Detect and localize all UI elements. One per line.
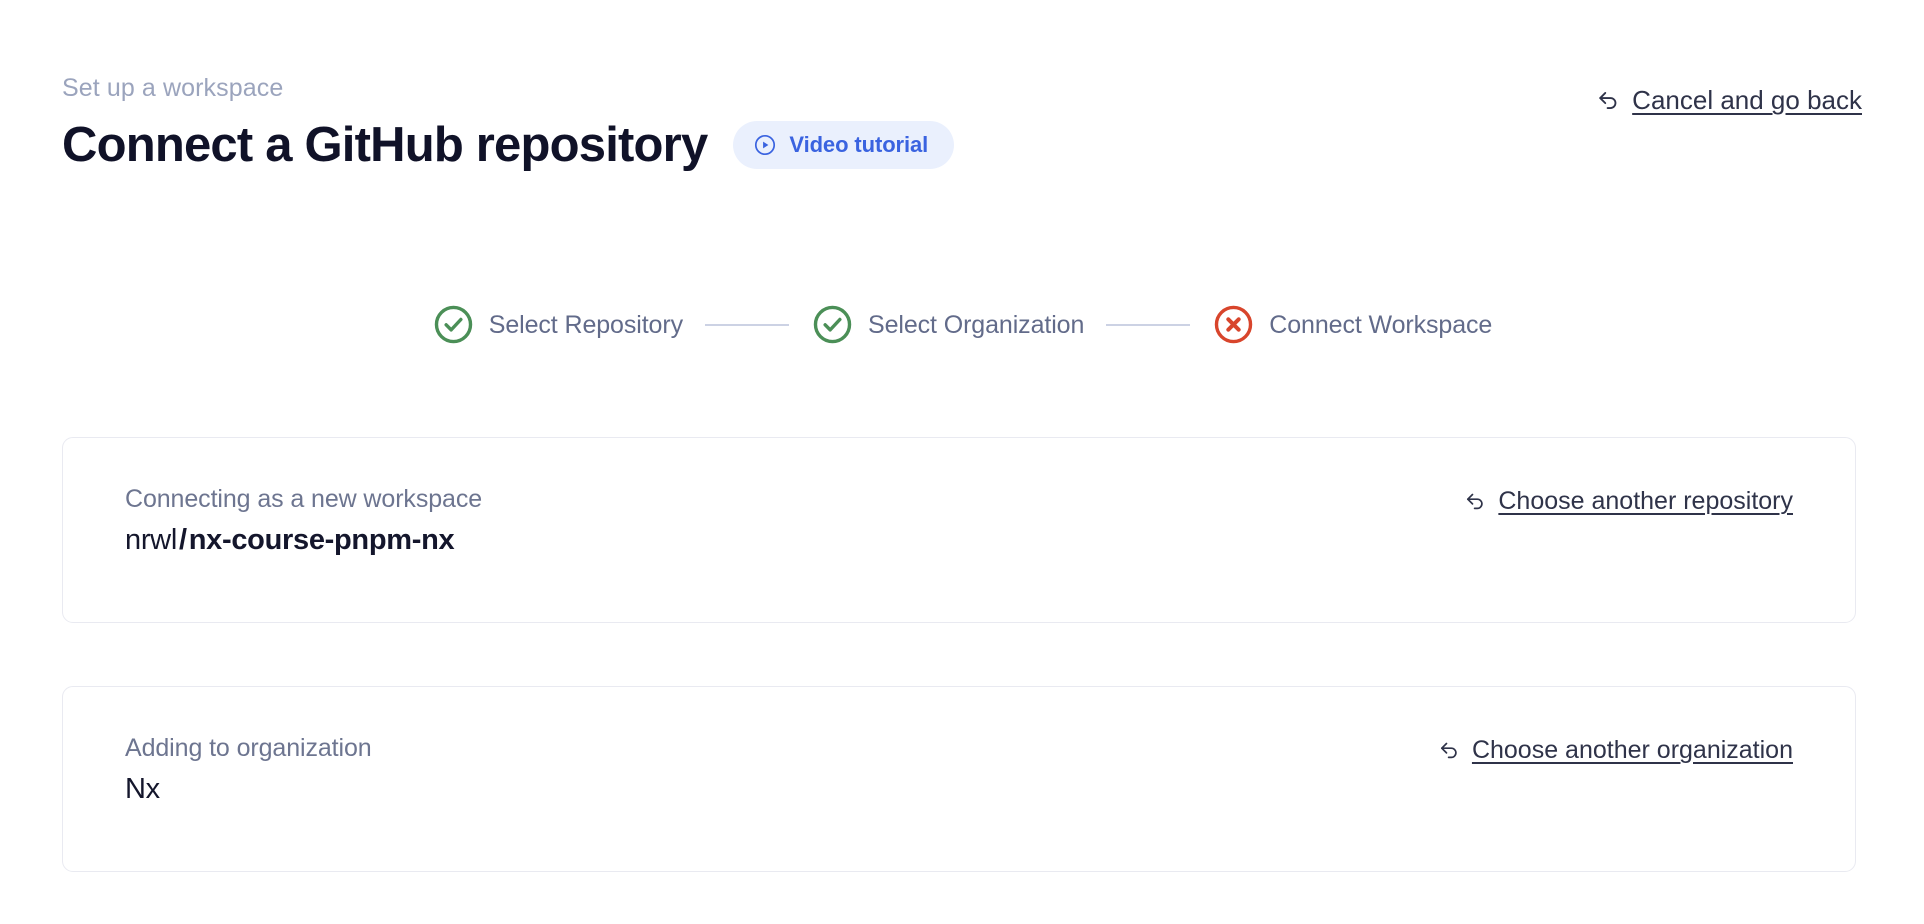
step-connector-1 (705, 323, 789, 326)
video-tutorial-label: Video tutorial (789, 132, 929, 157)
play-circle-icon (753, 133, 777, 157)
repository-card-caption: Connecting as a new workspace (125, 485, 483, 513)
repository-card: Connecting as a new workspace nrwl/nx-co… (62, 437, 1856, 623)
step-select-repository: Select Repository (432, 303, 683, 346)
repository-separator: / (178, 524, 187, 556)
choose-another-repository-label: Choose another repository (1498, 487, 1793, 515)
undo-arrow-icon (1595, 87, 1621, 113)
progress-stepper: Select Repository Select Organization Co… (0, 303, 1924, 346)
choose-another-repository-link[interactable]: Choose another repository (1463, 486, 1793, 516)
page-header: Set up a workspace Connect a GitHub repo… (62, 72, 1862, 174)
repository-card-meta: Connecting as a new workspace nrwl/nx-co… (125, 484, 482, 558)
choose-another-organization-label: Choose another organization (1471, 736, 1793, 764)
breadcrumb-eyebrow: Set up a workspace (62, 74, 284, 102)
step-connector-2 (1106, 323, 1191, 326)
repository-card-value: nrwl/nx-course-pnpm-nx (125, 522, 482, 558)
video-tutorial-button[interactable]: Video tutorial (733, 121, 955, 169)
step-select-organization: Select Organization (811, 303, 1084, 346)
title-row: Connect a GitHub repository Video tutori… (62, 116, 1862, 174)
undo-arrow-icon (1437, 738, 1461, 762)
repository-owner: nrwl (125, 524, 177, 556)
organization-card-value: Nx (125, 773, 160, 805)
page-title: Connect a GitHub repository (62, 118, 708, 172)
step-label-select-repository: Select Repository (488, 310, 683, 339)
cancel-and-go-back-label: Cancel and go back (1632, 85, 1862, 115)
check-circle-icon (811, 303, 854, 346)
x-circle-icon (1212, 303, 1255, 346)
choose-another-organization-link[interactable]: Choose another organization (1437, 735, 1793, 765)
repository-name: nx-course-pnpm-nx (188, 524, 455, 556)
step-label-select-organization: Select Organization (868, 310, 1085, 339)
undo-arrow-icon (1463, 489, 1487, 513)
cancel-and-go-back-link[interactable]: Cancel and go back (1595, 84, 1862, 116)
check-circle-icon (432, 303, 475, 346)
organization-card-caption: Adding to organization (125, 734, 372, 762)
step-connect-workspace: Connect Workspace (1212, 303, 1492, 346)
organization-card: Adding to organization Nx Choose another… (62, 686, 1856, 872)
step-label-connect-workspace: Connect Workspace (1269, 310, 1493, 339)
organization-card-meta: Adding to organization Nx (125, 733, 372, 807)
